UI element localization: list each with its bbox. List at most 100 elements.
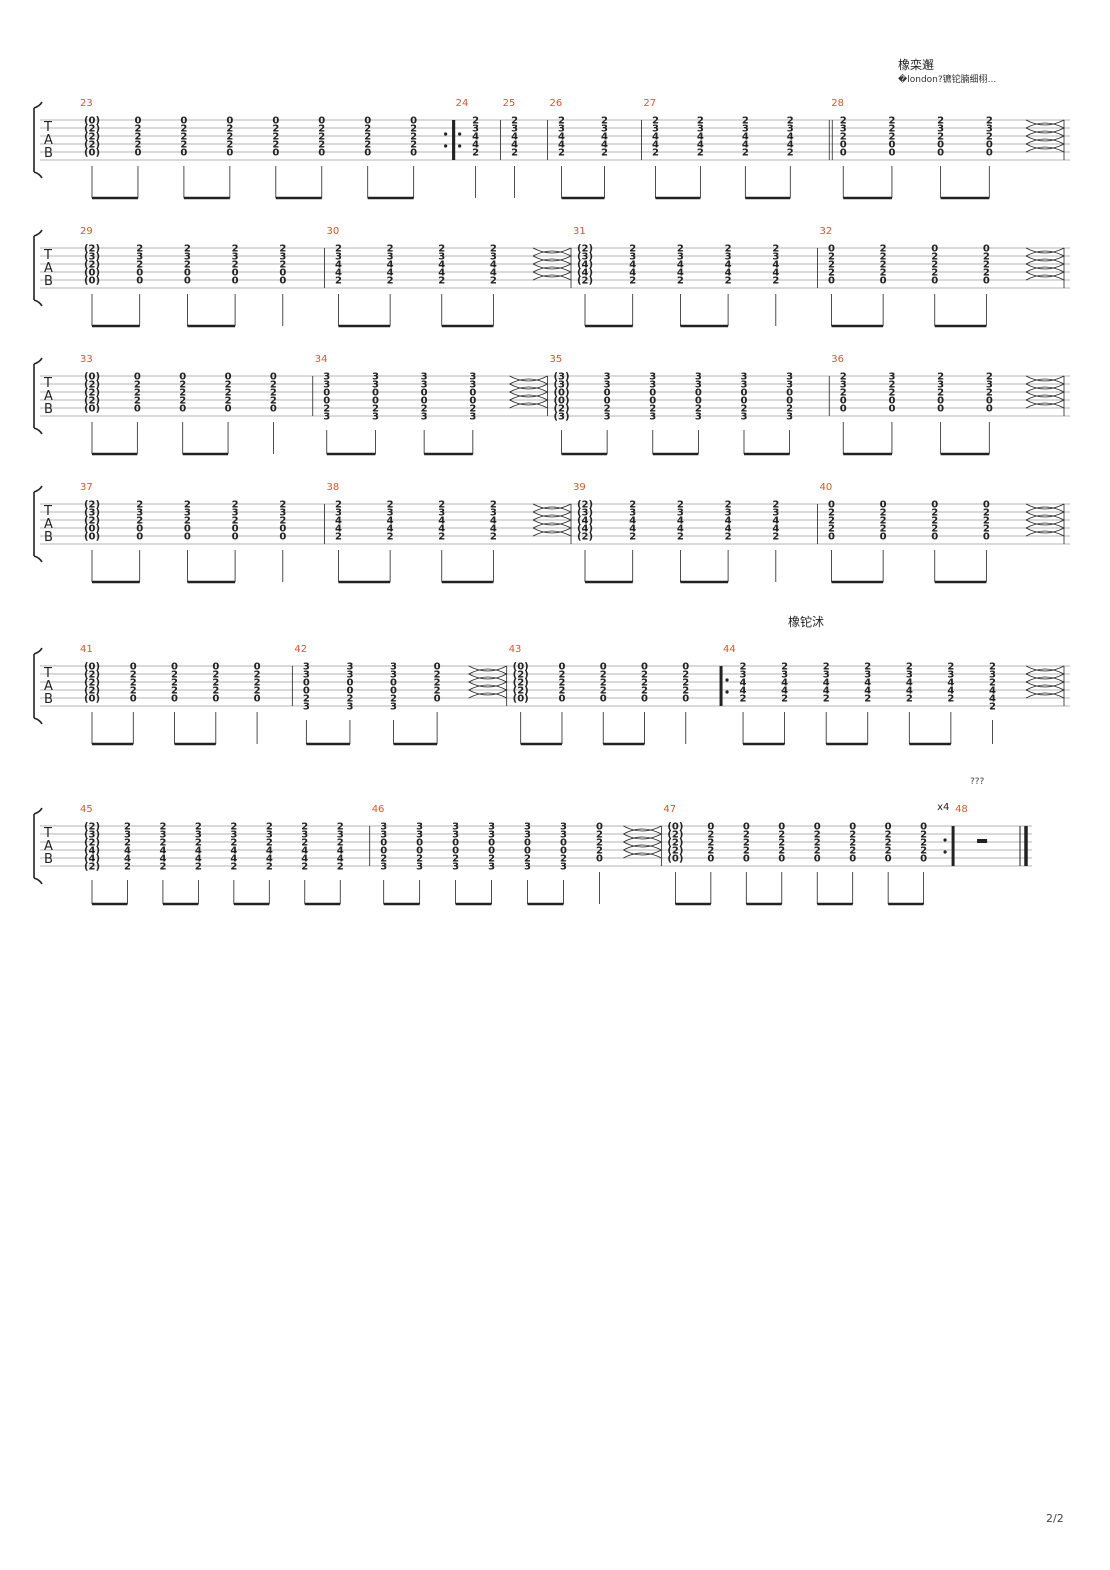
fret-number: 0	[272, 116, 279, 127]
fret-number: 0	[604, 396, 611, 407]
fret-number: 2	[254, 678, 261, 689]
fret-number: 2	[410, 132, 417, 143]
tie-arc	[532, 271, 572, 278]
fret-number: 0	[880, 500, 887, 511]
tab-measure: 48	[955, 804, 1028, 866]
fret-number: 2	[596, 846, 603, 857]
fret-number: 2	[781, 662, 788, 673]
fret-number: 3	[323, 380, 330, 391]
fret-number: 4	[989, 686, 996, 697]
fret-number: 2	[134, 132, 141, 143]
fret-number: 2	[179, 396, 186, 407]
fret-number: (4)	[84, 846, 100, 857]
fret-number: 3	[787, 124, 794, 135]
fret-number: 0	[849, 854, 856, 865]
tab-measure: 45(2)(3)(2)(4)(4)(2)23244223244223244223…	[80, 804, 371, 906]
fret-number: 2	[885, 838, 892, 849]
fret-number: 3	[740, 670, 747, 681]
fret-number: 2	[814, 846, 821, 857]
fret-number: 0	[596, 854, 603, 865]
fret-number: 2	[337, 822, 344, 833]
fret-number: 4	[725, 260, 732, 271]
fret-number: 0	[524, 846, 531, 857]
fret-number: 0	[452, 846, 459, 857]
tab-system: TAB33(0)(2)(2)(2)(0)02220022200222002220…	[33, 354, 1070, 456]
fret-number: 0	[524, 838, 531, 849]
fret-number: 2	[438, 500, 445, 511]
tab-clef-letter: A	[44, 389, 53, 404]
system-bracket	[33, 807, 43, 885]
tie-arc	[468, 684, 507, 691]
fret-number: 0	[828, 500, 835, 511]
fret-number: 2	[906, 694, 913, 705]
fret-number: 4	[725, 516, 732, 527]
fret-number: 0	[136, 268, 143, 279]
fret-number: 2	[180, 132, 187, 143]
tie-arc	[623, 849, 662, 856]
fret-number: 3	[560, 830, 567, 841]
fret-number: 4	[230, 846, 237, 857]
fret-number: 3	[438, 508, 445, 519]
fret-number: 3	[421, 412, 428, 423]
fret-number: 3	[390, 670, 397, 681]
tie-arc	[1025, 258, 1065, 265]
fret-number: 2	[840, 116, 847, 127]
fret-number: 3	[452, 830, 459, 841]
fret-number: 4	[472, 140, 479, 151]
fret-number: 2	[931, 268, 938, 279]
fret-number: 2	[849, 838, 856, 849]
fret-number: 2	[266, 838, 273, 849]
fret-number: 0	[682, 694, 689, 705]
fret-number: 0	[270, 372, 277, 383]
fret-number: 2	[438, 244, 445, 255]
fret-number: 3	[380, 822, 387, 833]
tie-arc	[532, 258, 572, 265]
fret-number: 2	[888, 124, 895, 135]
fret-number: 2	[511, 148, 518, 159]
fret-number: 0	[888, 140, 895, 151]
tie-arc	[468, 676, 507, 683]
fret-number: 2	[230, 862, 237, 873]
fret-number: 0	[600, 662, 607, 673]
fret-number: 2	[931, 260, 938, 271]
fret-number: 4	[490, 516, 497, 527]
fret-number: 2	[947, 694, 954, 705]
fret-number: (3)	[577, 252, 593, 263]
fret-number: 0	[171, 694, 178, 705]
fret-number: 2	[740, 662, 747, 673]
fret-number: 4	[387, 268, 394, 279]
fret-number: (2)	[513, 678, 529, 689]
measure-number: 26	[550, 98, 563, 109]
fret-number: 2	[136, 516, 143, 527]
fret-number: 0	[279, 268, 286, 279]
system-bracket	[33, 101, 43, 179]
fret-number: 2	[828, 268, 835, 279]
fret-number: 2	[983, 252, 990, 263]
tab-clef-letter: T	[43, 826, 52, 841]
fret-number: 4	[337, 846, 344, 857]
tie-arc	[532, 522, 572, 529]
tie-arc	[1025, 665, 1065, 672]
fret-number: 0	[134, 116, 141, 127]
fret-number: 4	[823, 686, 830, 697]
fret-number: 0	[888, 396, 895, 407]
fret-number: 0	[986, 404, 993, 415]
fret-number: 0	[380, 838, 387, 849]
measure-number: 41	[80, 644, 93, 655]
tie-arc	[1025, 119, 1065, 126]
fret-number: 0	[558, 662, 565, 673]
fret-number: 2	[707, 846, 714, 857]
fret-number: (3)	[577, 508, 593, 519]
fret-number: 2	[787, 148, 794, 159]
fret-number: (2)	[84, 838, 100, 849]
fret-number: 3	[387, 508, 394, 519]
tab-system: TAB41(0)(2)(2)(2)(0)02220022200222002220…	[33, 644, 1070, 746]
tab-clef-letter: B	[44, 852, 53, 867]
fret-number: (2)	[84, 140, 100, 151]
fret-number: 3	[303, 670, 310, 681]
fret-number: 2	[318, 124, 325, 135]
fret-number: 4	[740, 686, 747, 697]
